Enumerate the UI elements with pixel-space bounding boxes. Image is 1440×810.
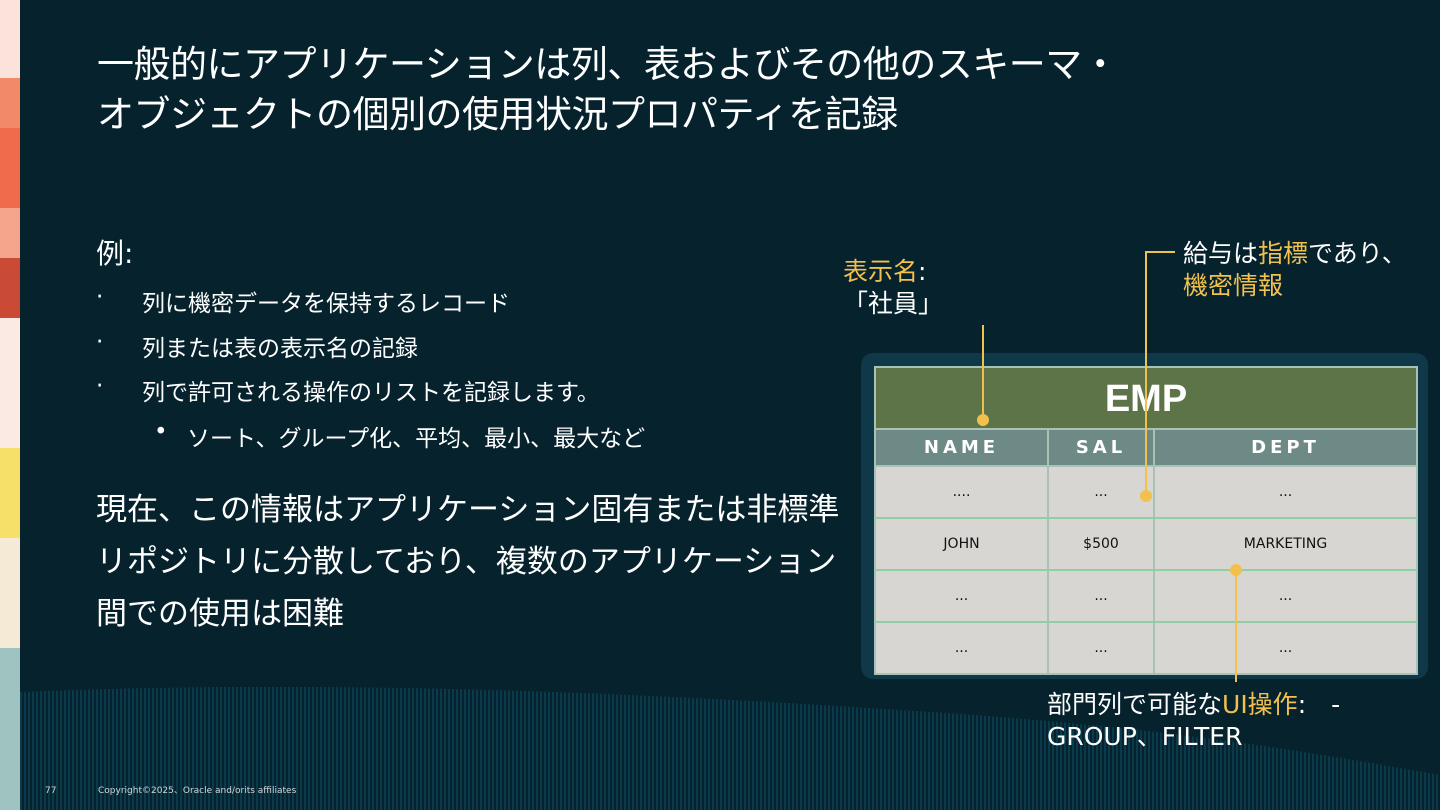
slide-title: 一般的にアプリケーションは列、表およびその他のスキーマ・ オブジェクトの個別の使…: [97, 40, 1197, 140]
connector-line-salary: [1145, 251, 1147, 497]
table-cell: ...: [876, 623, 1049, 673]
salary-middle: であり、: [1308, 239, 1407, 268]
copyright: Copyright©2025、Oracle and/orits affiliat…: [98, 786, 297, 796]
sub-bullet-marker: •: [154, 419, 168, 445]
header-dept: DEPT: [1251, 437, 1320, 458]
dept-ops-list: GROUP、FILTER: [1047, 722, 1243, 751]
connector-dot-dept: [1230, 564, 1242, 576]
dept-callout: 部門列で可能なUI操作: - GROUP、FILTER: [1047, 689, 1340, 753]
header-sal: SAL: [1049, 430, 1155, 465]
salary-prefix: 給与は: [1183, 239, 1259, 268]
display-name-value: 「社員」: [843, 289, 944, 318]
bullet-marker: ·: [96, 329, 104, 355]
salary-callout: 給与は指標であり、 機密情報: [1183, 238, 1407, 302]
decorative-strip: [0, 0, 20, 810]
bullet-text: 列または表の表示名の記録: [142, 336, 418, 362]
connector-line-name: [982, 325, 984, 420]
bullet-text: 列で許可される操作のリストを記録します。: [142, 380, 600, 406]
sub-bullet-text: ソート、グループ化、平均、最小、最大など: [187, 426, 646, 452]
salary-sensitive: 機密情報: [1183, 271, 1284, 300]
bullet-marker: ·: [96, 284, 104, 310]
table-cell: ...: [1049, 467, 1155, 517]
table-cell: ...: [1278, 484, 1293, 500]
table-cell: $500: [1049, 519, 1155, 569]
display-name-colon: :: [918, 257, 927, 286]
connector-dot-salary: [1140, 490, 1152, 502]
bullet-text: 列に機密データを保持するレコード: [142, 291, 510, 317]
dept-ui-ops: UI操作: [1222, 690, 1298, 719]
header-name: NAME: [876, 430, 1049, 465]
display-name-callout: 表示名: 「社員」: [843, 256, 943, 320]
summary-paragraph: 現在、この情報はアプリケーション固有または非標準リポジトリに分散しており、複数の…: [96, 492, 840, 632]
salary-metric: 指標: [1258, 239, 1309, 268]
display-name-label: 表示名: [843, 257, 919, 286]
table-row: ... ... ...: [876, 623, 1416, 673]
dept-prefix: 部門列で可能な: [1047, 690, 1223, 719]
title-line-2: オブジェクトの個別の使用状況プロパティを記録: [97, 93, 898, 136]
connector-line-salary-top: [1145, 251, 1175, 253]
connector-dot-name: [977, 414, 989, 426]
table-cell: ....: [876, 467, 1049, 517]
example-heading: 例:: [96, 237, 134, 270]
table-cell: ...: [1049, 623, 1155, 673]
table-cell: ...: [1278, 640, 1293, 656]
dept-suffix: : -: [1297, 690, 1341, 719]
decorative-wave: [20, 686, 1440, 810]
table-cell: JOHN: [876, 519, 1049, 569]
table-row: ... ... ...: [876, 571, 1416, 623]
connector-line-dept: [1235, 570, 1237, 682]
table-row: JOHN $500 MARKETING: [876, 519, 1416, 571]
title-line-1: 一般的にアプリケーションは列、表およびその他のスキーマ・: [97, 43, 1119, 86]
bullet-marker: ·: [96, 373, 104, 399]
page-number: 77: [45, 786, 57, 796]
table-cell: MARKETING: [1243, 536, 1328, 552]
table-cell: ...: [1278, 588, 1293, 604]
table-cell: ...: [876, 571, 1049, 621]
table-cell: ...: [1049, 571, 1155, 621]
